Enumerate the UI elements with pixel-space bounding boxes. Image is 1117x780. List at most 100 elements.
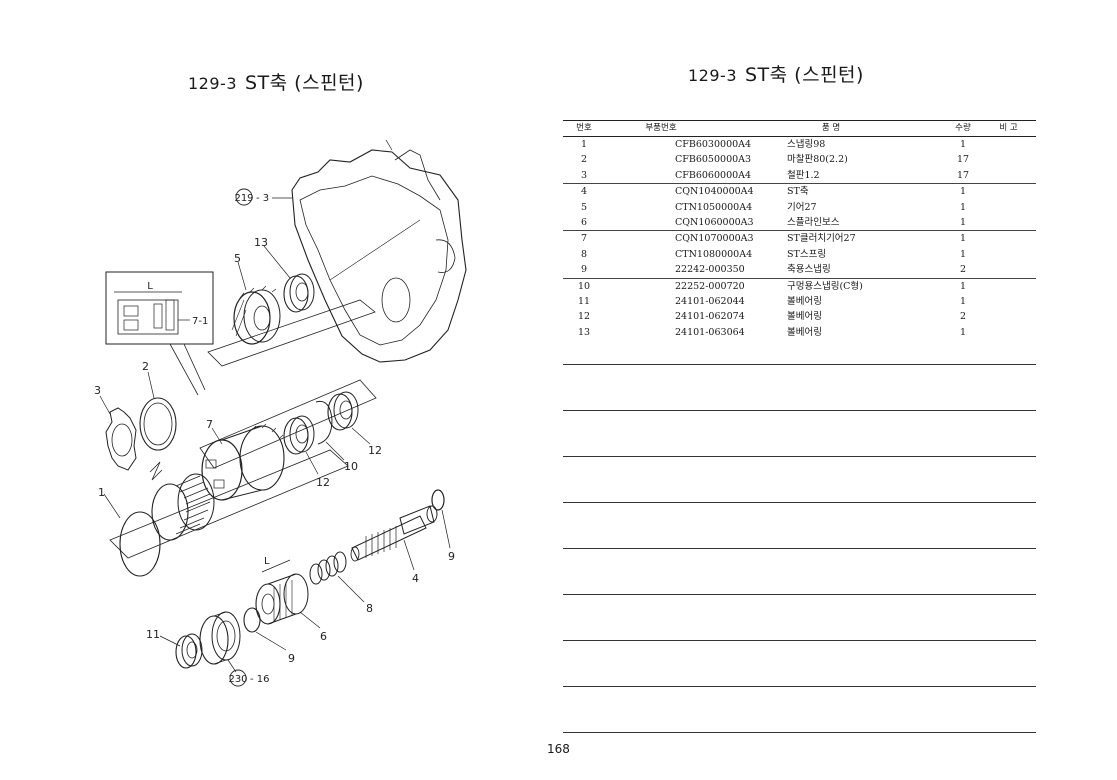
row-quantity: 1: [959, 326, 967, 338]
svg-text:7-1: 7-1: [192, 316, 208, 327]
blank-row-line: [563, 411, 1036, 457]
bearing-13: 13: [254, 236, 315, 313]
snap-ring-1: 1: [98, 486, 161, 577]
row-quantity: 2: [959, 264, 967, 276]
svg-text:12: 12: [316, 476, 330, 489]
svg-text:1: 1: [98, 486, 105, 499]
row-quantity: 17: [956, 154, 970, 166]
row-part-number: CTN1050000A4: [675, 201, 753, 213]
row-number: 11: [577, 295, 591, 307]
spline-boss-6: L 6: [255, 556, 327, 643]
row-remarks: [981, 152, 1036, 167]
header-number: 번호: [576, 123, 592, 133]
row-part-number: 22252-000720: [675, 280, 745, 292]
row-remarks: [981, 215, 1036, 230]
row-part-name: ST스프링: [787, 248, 827, 260]
row-quantity: 17: [956, 169, 970, 181]
svg-text:7: 7: [206, 418, 213, 431]
blank-row-line: [563, 457, 1036, 503]
row-part-name: 철판1.2: [787, 169, 820, 181]
blank-row-line: [563, 365, 1036, 411]
row-number: 13: [577, 326, 591, 338]
left-title-code: 129-3: [188, 74, 237, 93]
svg-text:12: 12: [368, 444, 382, 457]
row-number: 12: [577, 311, 591, 323]
svg-text:6: 6: [320, 630, 327, 643]
blank-row-line: [563, 687, 1036, 733]
row-part-name: 구멍용스냅링(C형): [787, 280, 863, 292]
row-quantity: 1: [959, 186, 967, 198]
snap-ring-9-left: 9: [243, 607, 295, 665]
row-remarks: [981, 294, 1036, 309]
row-remarks: [981, 325, 1036, 340]
header-part-number: 부품번호: [645, 123, 677, 133]
row-remarks: [981, 184, 1036, 199]
snap-ring-9-right: 9: [431, 489, 455, 563]
row-part-name: 볼베어링: [787, 326, 822, 338]
steel-plate-3: 3: [94, 384, 137, 471]
row-part-number: CQN1060000A3: [675, 216, 754, 228]
gear-5-assembly: 5: [207, 252, 376, 367]
row-number: 6: [580, 216, 588, 228]
svg-text:- 16: - 16: [250, 674, 270, 685]
row-part-name: 마찰판80(2.2): [787, 154, 848, 166]
row-part-number: CQN1070000A3: [675, 233, 754, 245]
row-remarks: [981, 200, 1036, 215]
st-spring-8: 8: [309, 551, 373, 615]
svg-text:3: 3: [94, 384, 101, 397]
svg-text:10: 10: [344, 460, 358, 473]
right-title-text: ST축 (스핀턴): [745, 64, 864, 86]
exploded-parts-diagram: 219 - 3 L 7-1 5: [94, 140, 467, 687]
row-remarks: [981, 279, 1036, 294]
row-number: 8: [580, 248, 588, 260]
row-number: 1: [580, 139, 588, 150]
st-shaft-4: 4: [350, 505, 438, 585]
bearing-12-right: 12: [327, 391, 382, 457]
row-part-name: 스냅링98: [787, 139, 826, 150]
right-title-code: 129-3: [688, 66, 737, 85]
reference-219: 219 - 3: [234, 188, 292, 206]
friction-plate-2: 2: [139, 360, 177, 451]
transmission-case: [291, 140, 467, 363]
clutch-pack: [109, 449, 349, 559]
row-quantity: 1: [959, 280, 967, 292]
row-number: 2: [580, 154, 588, 166]
blank-row-line: [563, 503, 1036, 549]
page-number: 168: [547, 742, 570, 756]
row-part-name: 축용스냅링: [787, 264, 831, 276]
row-quantity: 1: [959, 139, 967, 150]
svg-text:9: 9: [288, 652, 295, 665]
svg-text:- 3: - 3: [256, 193, 269, 204]
row-part-name: 스플라인보스: [787, 216, 840, 228]
svg-text:13: 13: [254, 236, 268, 249]
svg-text:4: 4: [412, 572, 419, 585]
row-part-name: 볼베어링: [787, 295, 822, 307]
row-quantity: 1: [959, 248, 967, 260]
row-quantity: 1: [959, 233, 967, 245]
svg-text:2: 2: [142, 360, 149, 373]
row-part-number: CFB6060000A4: [675, 169, 752, 181]
row-number: 10: [577, 280, 591, 292]
table-row: 13 24101-063064 볼베어링 1: [563, 325, 1036, 340]
table-header-row: 번호 부품번호 품 명 수량 비 고: [563, 121, 1036, 137]
row-remarks: [981, 168, 1036, 183]
right-page-title: 129-3 ST축 (스핀턴): [688, 60, 864, 87]
row-number: 7: [580, 233, 588, 245]
left-title-text: ST축 (스핀턴): [245, 72, 364, 94]
row-part-number: 24101-063064: [675, 326, 745, 338]
table-bottom-rule: [563, 364, 1036, 365]
blank-row-line: [563, 595, 1036, 641]
row-quantity: 1: [959, 201, 967, 213]
table-row: 10 22252-000720 구멍용스냅링(C형) 1: [563, 279, 1036, 294]
bearing-12-left: 12: [283, 415, 330, 489]
svg-text:L: L: [264, 556, 270, 567]
detail-inset: L 7-1: [105, 271, 214, 396]
left-page-title: 129-3 ST축 (스핀턴): [188, 68, 364, 95]
row-number: 4: [580, 186, 588, 198]
